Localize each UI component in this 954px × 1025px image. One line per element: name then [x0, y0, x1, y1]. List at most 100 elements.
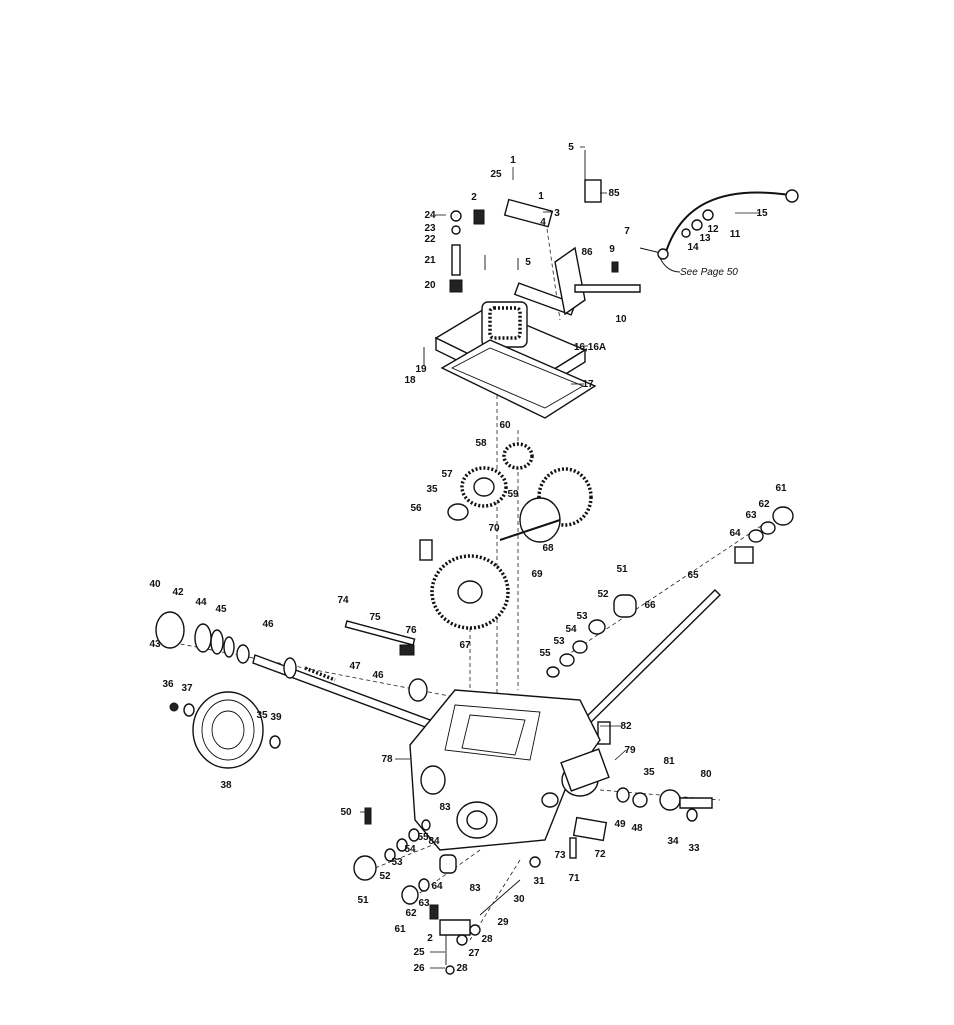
part-label: 55 — [539, 648, 551, 659]
part-label: 52 — [379, 871, 391, 882]
part-label: 28 — [481, 934, 493, 945]
part-label: 15 — [756, 208, 768, 219]
part-label: 45 — [215, 604, 227, 615]
input-shaft-assembly — [155, 611, 431, 729]
see-page-arrow — [659, 257, 681, 273]
part-label: 13 — [699, 233, 711, 244]
part-label: 1 — [538, 191, 544, 202]
part-label: 65 — [687, 570, 699, 581]
part-label: 59 — [507, 489, 519, 500]
part-label: 50 — [340, 807, 352, 818]
part-label: 56 — [410, 503, 422, 514]
part-label: 46 — [372, 670, 384, 681]
part-label: 25 — [413, 947, 425, 958]
part-label: 75 — [369, 612, 381, 623]
part-label: 38 — [220, 780, 232, 791]
part-label: 40 — [149, 579, 161, 590]
part-label: 33 — [688, 843, 700, 854]
part-label: 71 — [568, 873, 580, 884]
part-label: 63 — [745, 510, 757, 521]
part-label: 67 — [459, 640, 471, 651]
part-label: 62 — [405, 908, 417, 919]
part-label: 1 — [510, 155, 516, 166]
part-label: 51 — [616, 564, 628, 575]
part-label: 63 — [418, 898, 430, 909]
part-label: 2 — [471, 192, 477, 203]
part-label: 83 — [469, 883, 481, 894]
part-label: 62 — [758, 499, 770, 510]
part-label: 12 — [707, 224, 719, 235]
part-label: 80 — [700, 769, 712, 780]
part-label: 61 — [775, 483, 787, 494]
part-label: 66 — [644, 600, 656, 611]
part-label: 23 — [424, 223, 436, 234]
part-label: 4 — [540, 217, 546, 228]
part-label: 54 — [565, 624, 577, 635]
part-label: 28 — [456, 963, 468, 974]
part-label: 16,16A — [574, 342, 606, 353]
right-shaft — [546, 506, 794, 745]
part-label: 10 — [615, 314, 627, 325]
part-label: 76 — [405, 625, 417, 636]
part-label: 58 — [475, 438, 487, 449]
part-label: 18 — [404, 375, 416, 386]
part-label: 39 — [270, 712, 282, 723]
part-label: 86 — [581, 247, 593, 258]
part-label: 5 — [568, 142, 574, 153]
part-label: 30 — [513, 894, 525, 905]
part-label: 25 — [490, 169, 502, 180]
part-label: 57 — [441, 469, 453, 480]
part-label: 35 — [643, 767, 655, 778]
part-label: 73 — [554, 850, 566, 861]
part-label: 26 — [413, 963, 425, 974]
part-label: 3 — [554, 208, 560, 219]
part-label: 85 — [608, 188, 620, 199]
part-label: 69 — [531, 569, 543, 580]
part-label: 61 — [394, 924, 406, 935]
part-label: 34 — [667, 836, 679, 847]
part-label: 51 — [357, 895, 369, 906]
part-label: 78 — [381, 754, 393, 765]
part-label: 42 — [172, 587, 184, 598]
part-label: 37 — [181, 683, 193, 694]
part-label: 48 — [631, 823, 643, 834]
transmission-housing — [409, 689, 610, 851]
part-label: 70 — [488, 523, 500, 534]
part-label: 7 — [624, 226, 630, 237]
part-label: 79 — [624, 745, 636, 756]
pulley — [169, 691, 281, 769]
part-label: 20 — [424, 280, 436, 291]
part-label: 52 — [597, 589, 609, 600]
lower-parts — [353, 787, 713, 975]
part-label: 27 — [468, 948, 480, 959]
part-label: 46 — [262, 619, 274, 630]
part-label: 54 — [404, 844, 416, 855]
leader-lines — [360, 146, 760, 969]
part-label: 44 — [195, 597, 207, 608]
part-label: 84 — [428, 836, 440, 847]
part-label: 43 — [149, 639, 161, 650]
part-label: 64 — [431, 881, 443, 892]
part-label: 81 — [663, 756, 675, 767]
part-label: 68 — [542, 543, 554, 554]
part-label: 83 — [439, 802, 451, 813]
top-cover-assembly — [423, 150, 641, 419]
part-label: 22 — [424, 234, 436, 245]
part-label: 35 — [256, 710, 268, 721]
part-label: 53 — [391, 857, 403, 868]
part-label: 72 — [594, 849, 606, 860]
part-label: 55 — [417, 832, 429, 843]
part-label: 53 — [576, 611, 588, 622]
part-label: 82 — [620, 721, 632, 732]
part-label: 9 — [609, 244, 615, 255]
part-label: 53 — [553, 636, 565, 647]
part-label: 5 — [525, 257, 531, 268]
see-page-note: See Page 50 — [680, 267, 738, 278]
part-label: 36 — [162, 679, 174, 690]
part-label: 31 — [533, 876, 545, 887]
part-label: 24 — [424, 210, 436, 221]
gear-cluster — [419, 442, 593, 630]
part-label: 29 — [497, 917, 509, 928]
